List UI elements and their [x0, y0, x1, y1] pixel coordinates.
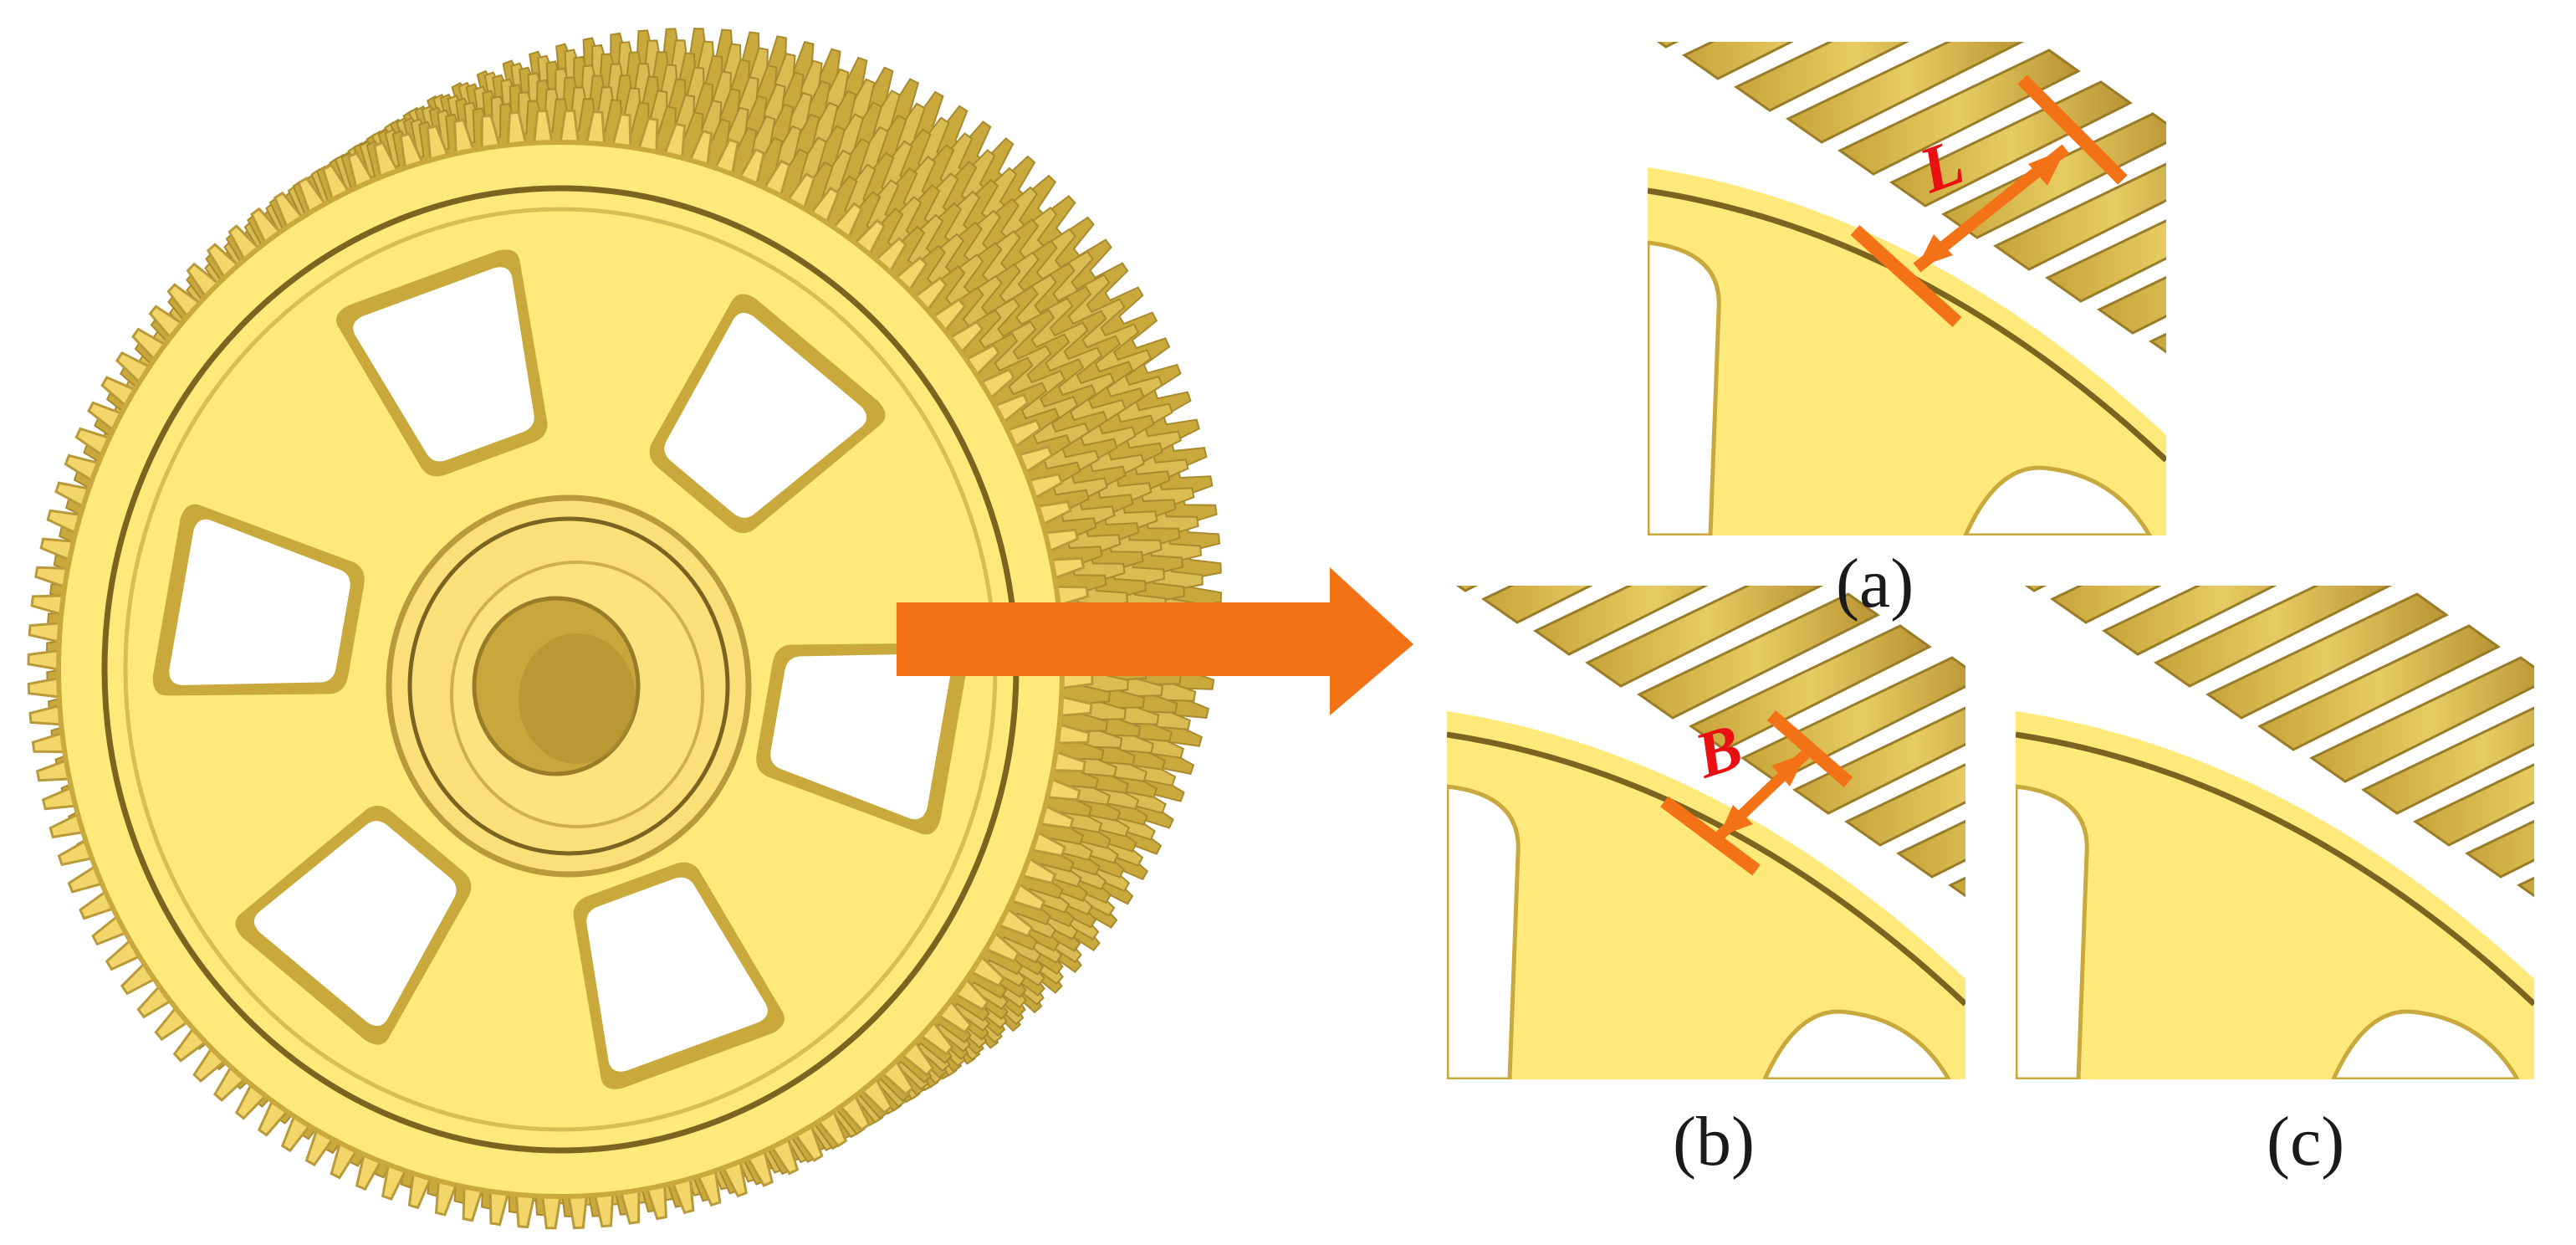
caption-b: (b) [1673, 1103, 1755, 1181]
gear-spoke-window [649, 294, 886, 534]
gear-spoke-window [152, 504, 365, 696]
gear-spoke-window [235, 805, 472, 1045]
right-arrow-icon [897, 567, 1413, 715]
gear-bore-shadow [519, 633, 636, 764]
detail-panel-b [1447, 586, 1965, 1079]
spur-gear-icon [27, 28, 1223, 1230]
gear-spoke-window [573, 862, 785, 1089]
gear-spoke-window [756, 643, 969, 835]
gear-spoke-windows [152, 249, 969, 1089]
caption-c: (c) [2267, 1103, 2344, 1181]
caption-a: (a) [1836, 545, 1914, 622]
gear-hub-ring [407, 516, 730, 856]
detail-panel-c [2016, 586, 2534, 1079]
detail-panel-a [1648, 42, 2166, 535]
gear-spoke-window [336, 249, 548, 477]
